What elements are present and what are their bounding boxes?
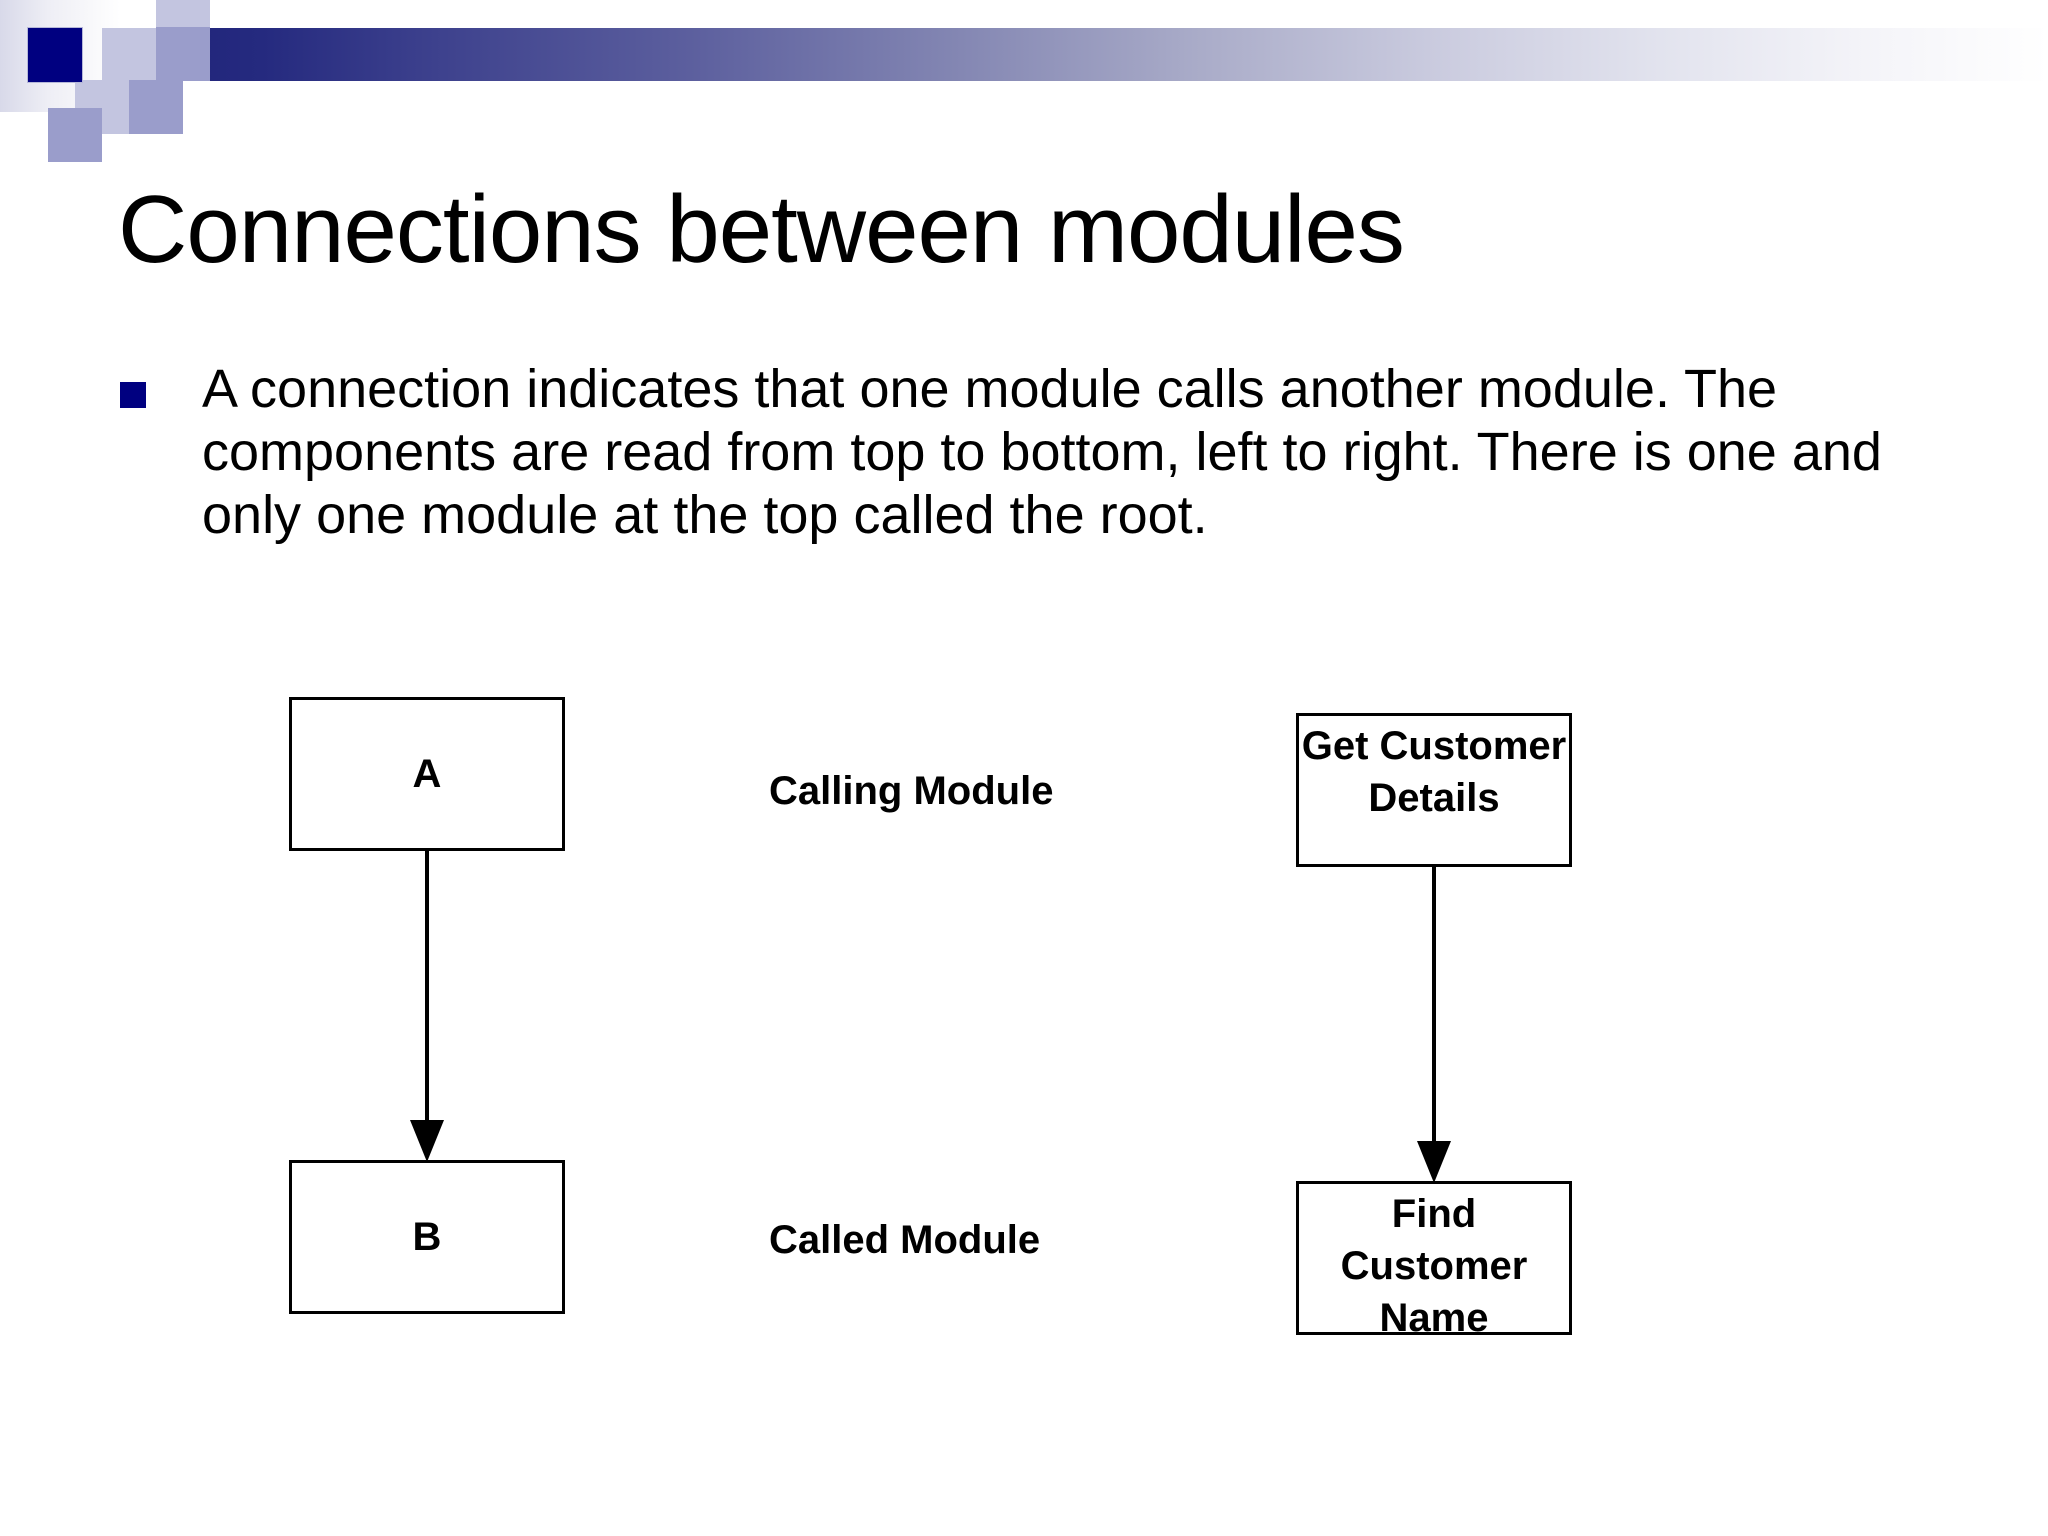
deco-square-navy: [27, 27, 83, 83]
module-box-find-customer-name-label: Find Customer Name: [1340, 1192, 1528, 1340]
body-content: A connection indicates that one module c…: [120, 358, 1920, 548]
module-box-b[interactable]: B: [289, 1160, 565, 1314]
deco-square-left-light: [102, 28, 156, 82]
module-box-a[interactable]: A: [289, 697, 565, 851]
module-box-get-customer-details[interactable]: Get Customer Details: [1296, 713, 1572, 867]
bullet-square-icon: [120, 382, 146, 408]
module-box-a-label: A: [412, 751, 442, 796]
page-title: Connections between modules: [118, 176, 1405, 283]
deco-square-mid-upper: [156, 27, 210, 81]
bullet-item: A connection indicates that one module c…: [120, 358, 1920, 548]
called-module-label: Called Module: [769, 1218, 1041, 1262]
deco-square-bottom-mid: [48, 108, 102, 162]
calling-module-label: Calling Module: [769, 769, 1054, 813]
header-gradient-bar: [108, 28, 2048, 81]
deco-square-lower-mid: [129, 80, 183, 134]
module-box-b-label: B: [412, 1214, 442, 1259]
bullet-item-text: A connection indicates that one module c…: [202, 359, 1882, 546]
module-box-get-customer-details-label: Get Customer Details: [1301, 724, 1567, 820]
module-box-find-customer-name[interactable]: Find Customer Name: [1296, 1181, 1572, 1340]
